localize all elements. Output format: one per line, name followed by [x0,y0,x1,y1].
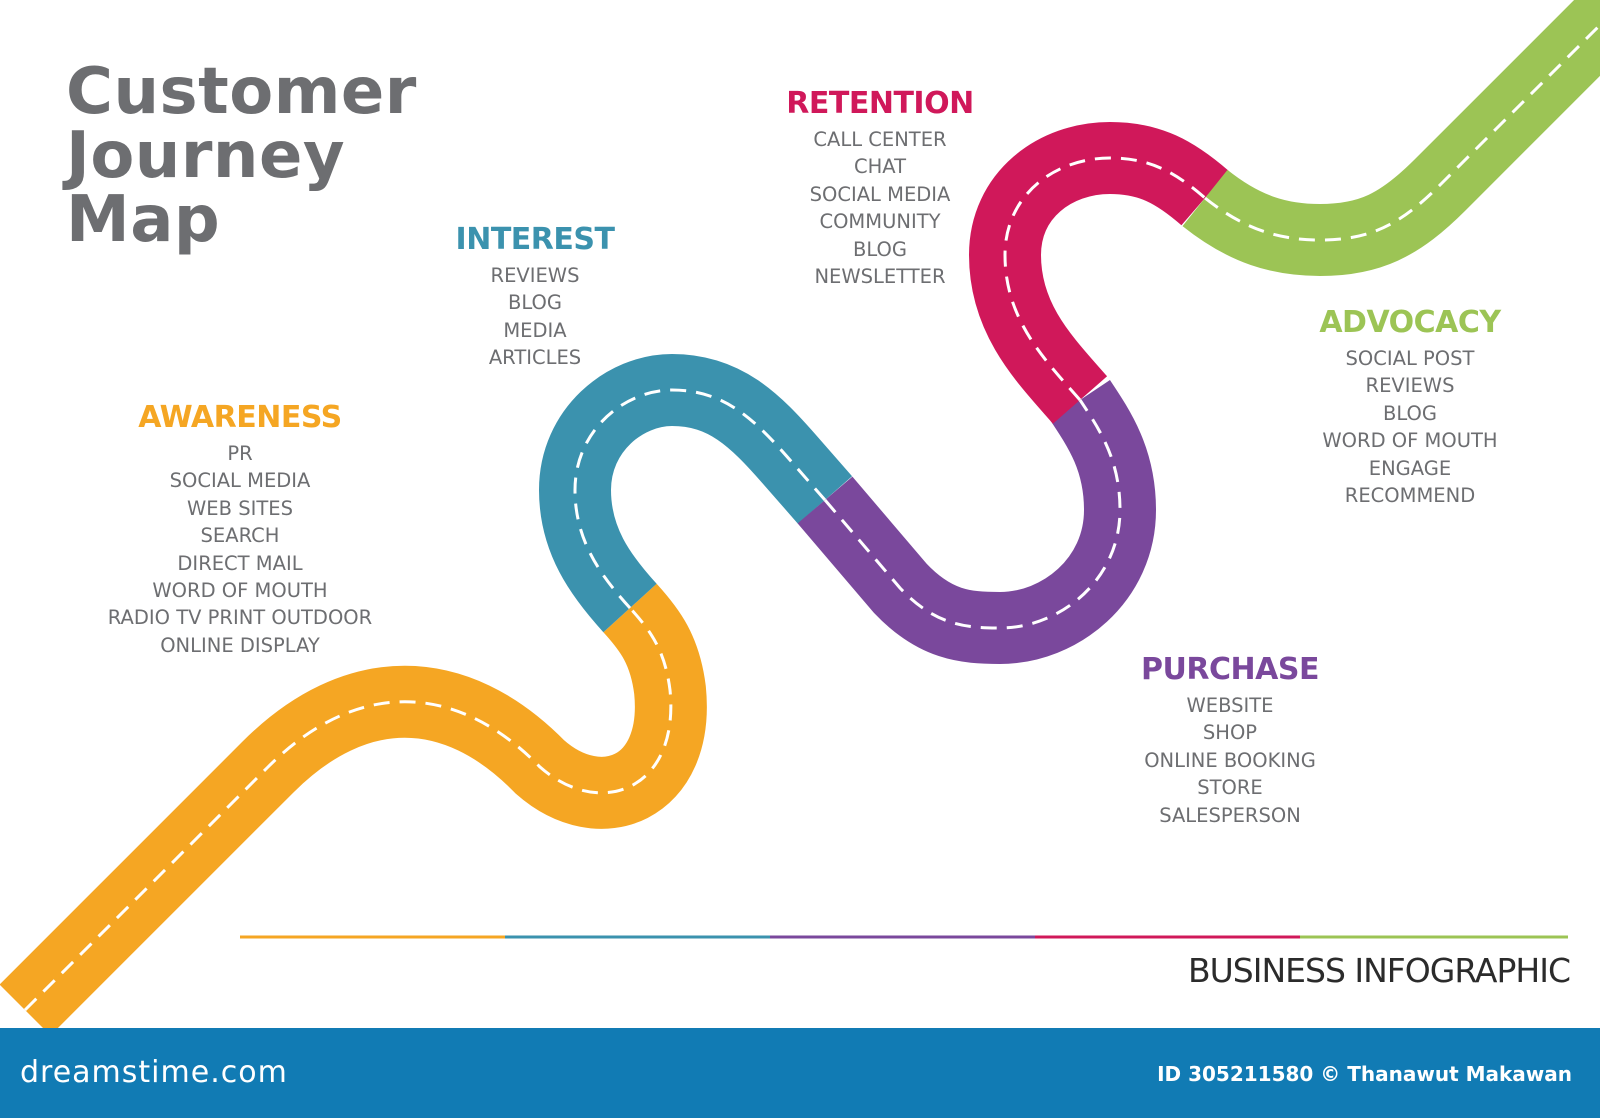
stage-item: ONLINE DISPLAY [160,633,320,657]
stage-title-purchase: PURCHASE [1141,652,1319,687]
stage-item: DIRECT MAIL [177,551,303,575]
stage-items-retention: CALL CENTER CHAT SOCIAL MEDIA COMMUNITY BLOG… [735,126,1025,290]
stage-item: COMMUNITY [819,210,941,234]
stage-item: REVIEWS [490,264,580,287]
stage-title-interest: INTEREST [455,222,615,257]
stage-item: RADIO TV PRINT OUTDOOR [107,606,373,630]
infographic-canvas: Customer Journey Map AWARENESS PR SOCIAL … [0,0,1600,1028]
lane-marking-awareness [23,606,673,1012]
stage-item: NEWSLETTER [814,265,946,289]
road-advocacy [1182,0,1600,277]
stage-title-advocacy: ADVOCACY [1319,305,1501,340]
road-interest [538,353,853,633]
road-segment-advocacy [1182,0,1600,277]
stage-item: BLOG [1382,401,1437,425]
stage-item: STORE [1197,776,1263,800]
business-infographic-caption: BUSINESS INFOGRAPHIC [1188,951,1571,990]
title-line-2: Journey [66,119,346,193]
stage-items-interest: REVIEWS BLOG MEDIA ARTICLES [400,262,670,372]
stage-item: SOCIAL MEDIA [809,182,951,206]
stage-item: SEARCH [200,524,280,548]
road-segment-interest [538,353,853,633]
stage-item: WORD OF MOUTH [152,579,328,603]
road-purchase [797,380,1157,665]
road-segment-awareness [0,583,707,1028]
stage-items-advocacy: SOCIAL POST REVIEWS BLOG WORD OF MOUTH ENGAG… [1270,345,1550,509]
footer-bar: dreamstime.com ID 305211580 © Thanawut M… [0,1028,1600,1118]
stage-title-retention: RETENTION [786,86,974,121]
road-awareness [0,583,707,1028]
stage-item: SALESPERSON [1159,803,1301,827]
stage-item: SOCIAL POST [1345,347,1475,370]
stage-item: CALL CENTER [813,128,947,151]
lane-marking-interest [573,388,827,610]
stage-items-awareness: PR SOCIAL MEDIA WEB SITES SEARCH DIRECT MAIL… [60,440,420,659]
stage-item: WEB SITES [187,496,293,520]
stage-item: SOCIAL MEDIA [169,469,311,493]
stage-item: PR [227,442,253,465]
road-retention [968,121,1229,424]
stage-item: RECOMMEND [1344,484,1476,508]
footer-brand: dreamstime.com [20,1055,288,1090]
stage-item: MEDIA [503,318,567,342]
stage-item: ENGAGE [1368,456,1452,480]
journey-road [0,0,1600,1028]
road-segment-retention [968,121,1229,424]
stage-item: WEBSITE [1186,694,1274,717]
stage-awareness: AWARENESS PR SOCIAL MEDIA WEB SITES SEARCH D… [60,400,420,659]
stage-item: CHAT [853,155,907,179]
stage-item: ONLINE BOOKING [1144,748,1316,772]
stage-purchase: PURCHASE WEBSITE SHOP ONLINE BOOKING STORE S… [1100,652,1360,829]
lane-marking-retention [1003,156,1206,401]
stage-item: BLOG [852,237,907,261]
title-line-3: Map [66,183,221,257]
lane-marking-purchase [823,399,1122,630]
stage-item: WORD OF MOUTH [1322,429,1498,453]
stage-title-awareness: AWARENESS [138,400,342,435]
stage-item: SHOP [1202,721,1258,745]
title-line-1: Customer [66,55,417,129]
stage-item: REVIEWS [1365,374,1455,398]
stage-advocacy: ADVOCACY SOCIAL POST REVIEWS BLOG WORD OF M… [1270,305,1550,509]
stage-items-purchase: WEBSITE SHOP ONLINE BOOKING STORE SALESPERSO… [1100,692,1360,829]
stage-item: ARTICLES [488,346,582,370]
footer-credit: ID 305211580 © Thanawut Makawan [1157,1062,1572,1086]
stage-interest: INTEREST REVIEWS BLOG MEDIA ARTICLES [400,222,670,372]
road-segment-purchase [797,380,1157,665]
stage-retention: RETENTION CALL CENTER CHAT SOCIAL MEDIA COM… [735,86,1025,290]
stage-item: BLOG [507,291,562,315]
